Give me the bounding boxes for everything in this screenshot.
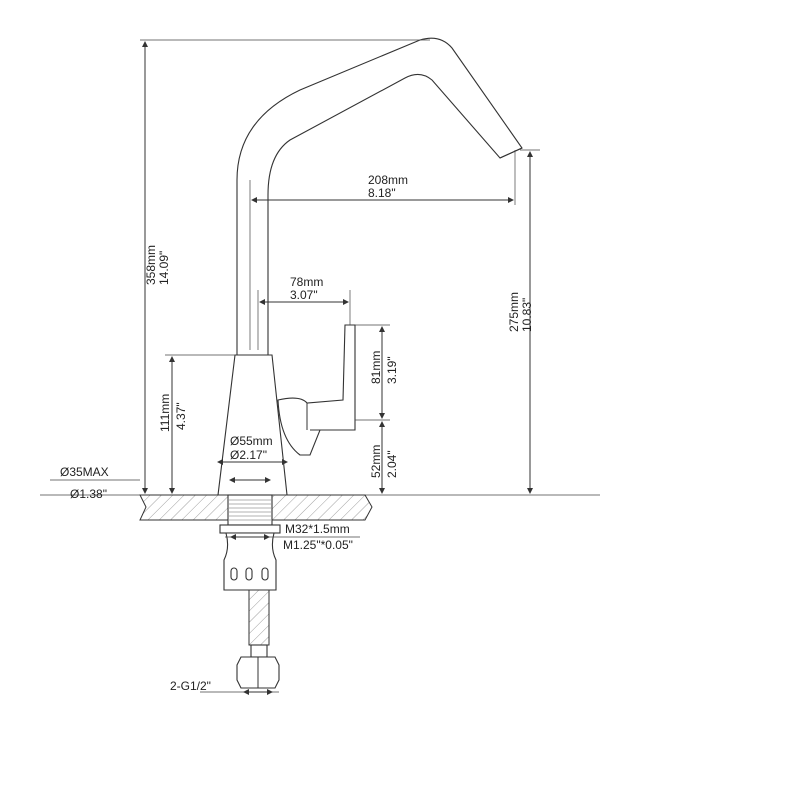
spout-height-mm: 275mm (507, 292, 521, 332)
spout-height-in: 10.83" (520, 298, 534, 332)
hose-connection: 2-G1/2" (170, 679, 211, 693)
mounting-assembly (219, 494, 281, 689)
thread-in: M1.25"*0.05" (283, 538, 353, 552)
body-height-in: 4.37" (174, 402, 188, 430)
handle-offset-mm: 78mm (290, 275, 323, 289)
dimension-lines (50, 39, 540, 695)
countertop (40, 494, 600, 521)
handle-base-mm: 52mm (369, 445, 383, 478)
hole-diameter-in: Ø1.38" (70, 487, 107, 501)
hole-diameter-mm: Ø35MAX (60, 465, 109, 479)
base-diameter-mm: Ø55mm (230, 434, 273, 448)
spout-reach-in: 8.18" (368, 186, 396, 200)
thread-mm: M32*1.5mm (285, 522, 350, 536)
spout-reach-mm: 208mm (368, 173, 408, 187)
faucet-body (217, 354, 288, 496)
total-height-mm: 358mm (144, 245, 158, 285)
total-height-in: 14.09" (157, 251, 171, 285)
handle-height-mm: 81mm (369, 351, 383, 384)
handle-base-in: 2.04" (385, 450, 399, 478)
braided-hose (248, 589, 270, 646)
handle (277, 324, 356, 456)
body-height-mm: 111mm (158, 394, 172, 432)
spout (236, 37, 523, 355)
base-diameter-in: Ø2.17" (230, 448, 267, 462)
handle-offset-in: 3.07" (290, 288, 318, 302)
handle-height-in: 3.19" (385, 356, 399, 384)
